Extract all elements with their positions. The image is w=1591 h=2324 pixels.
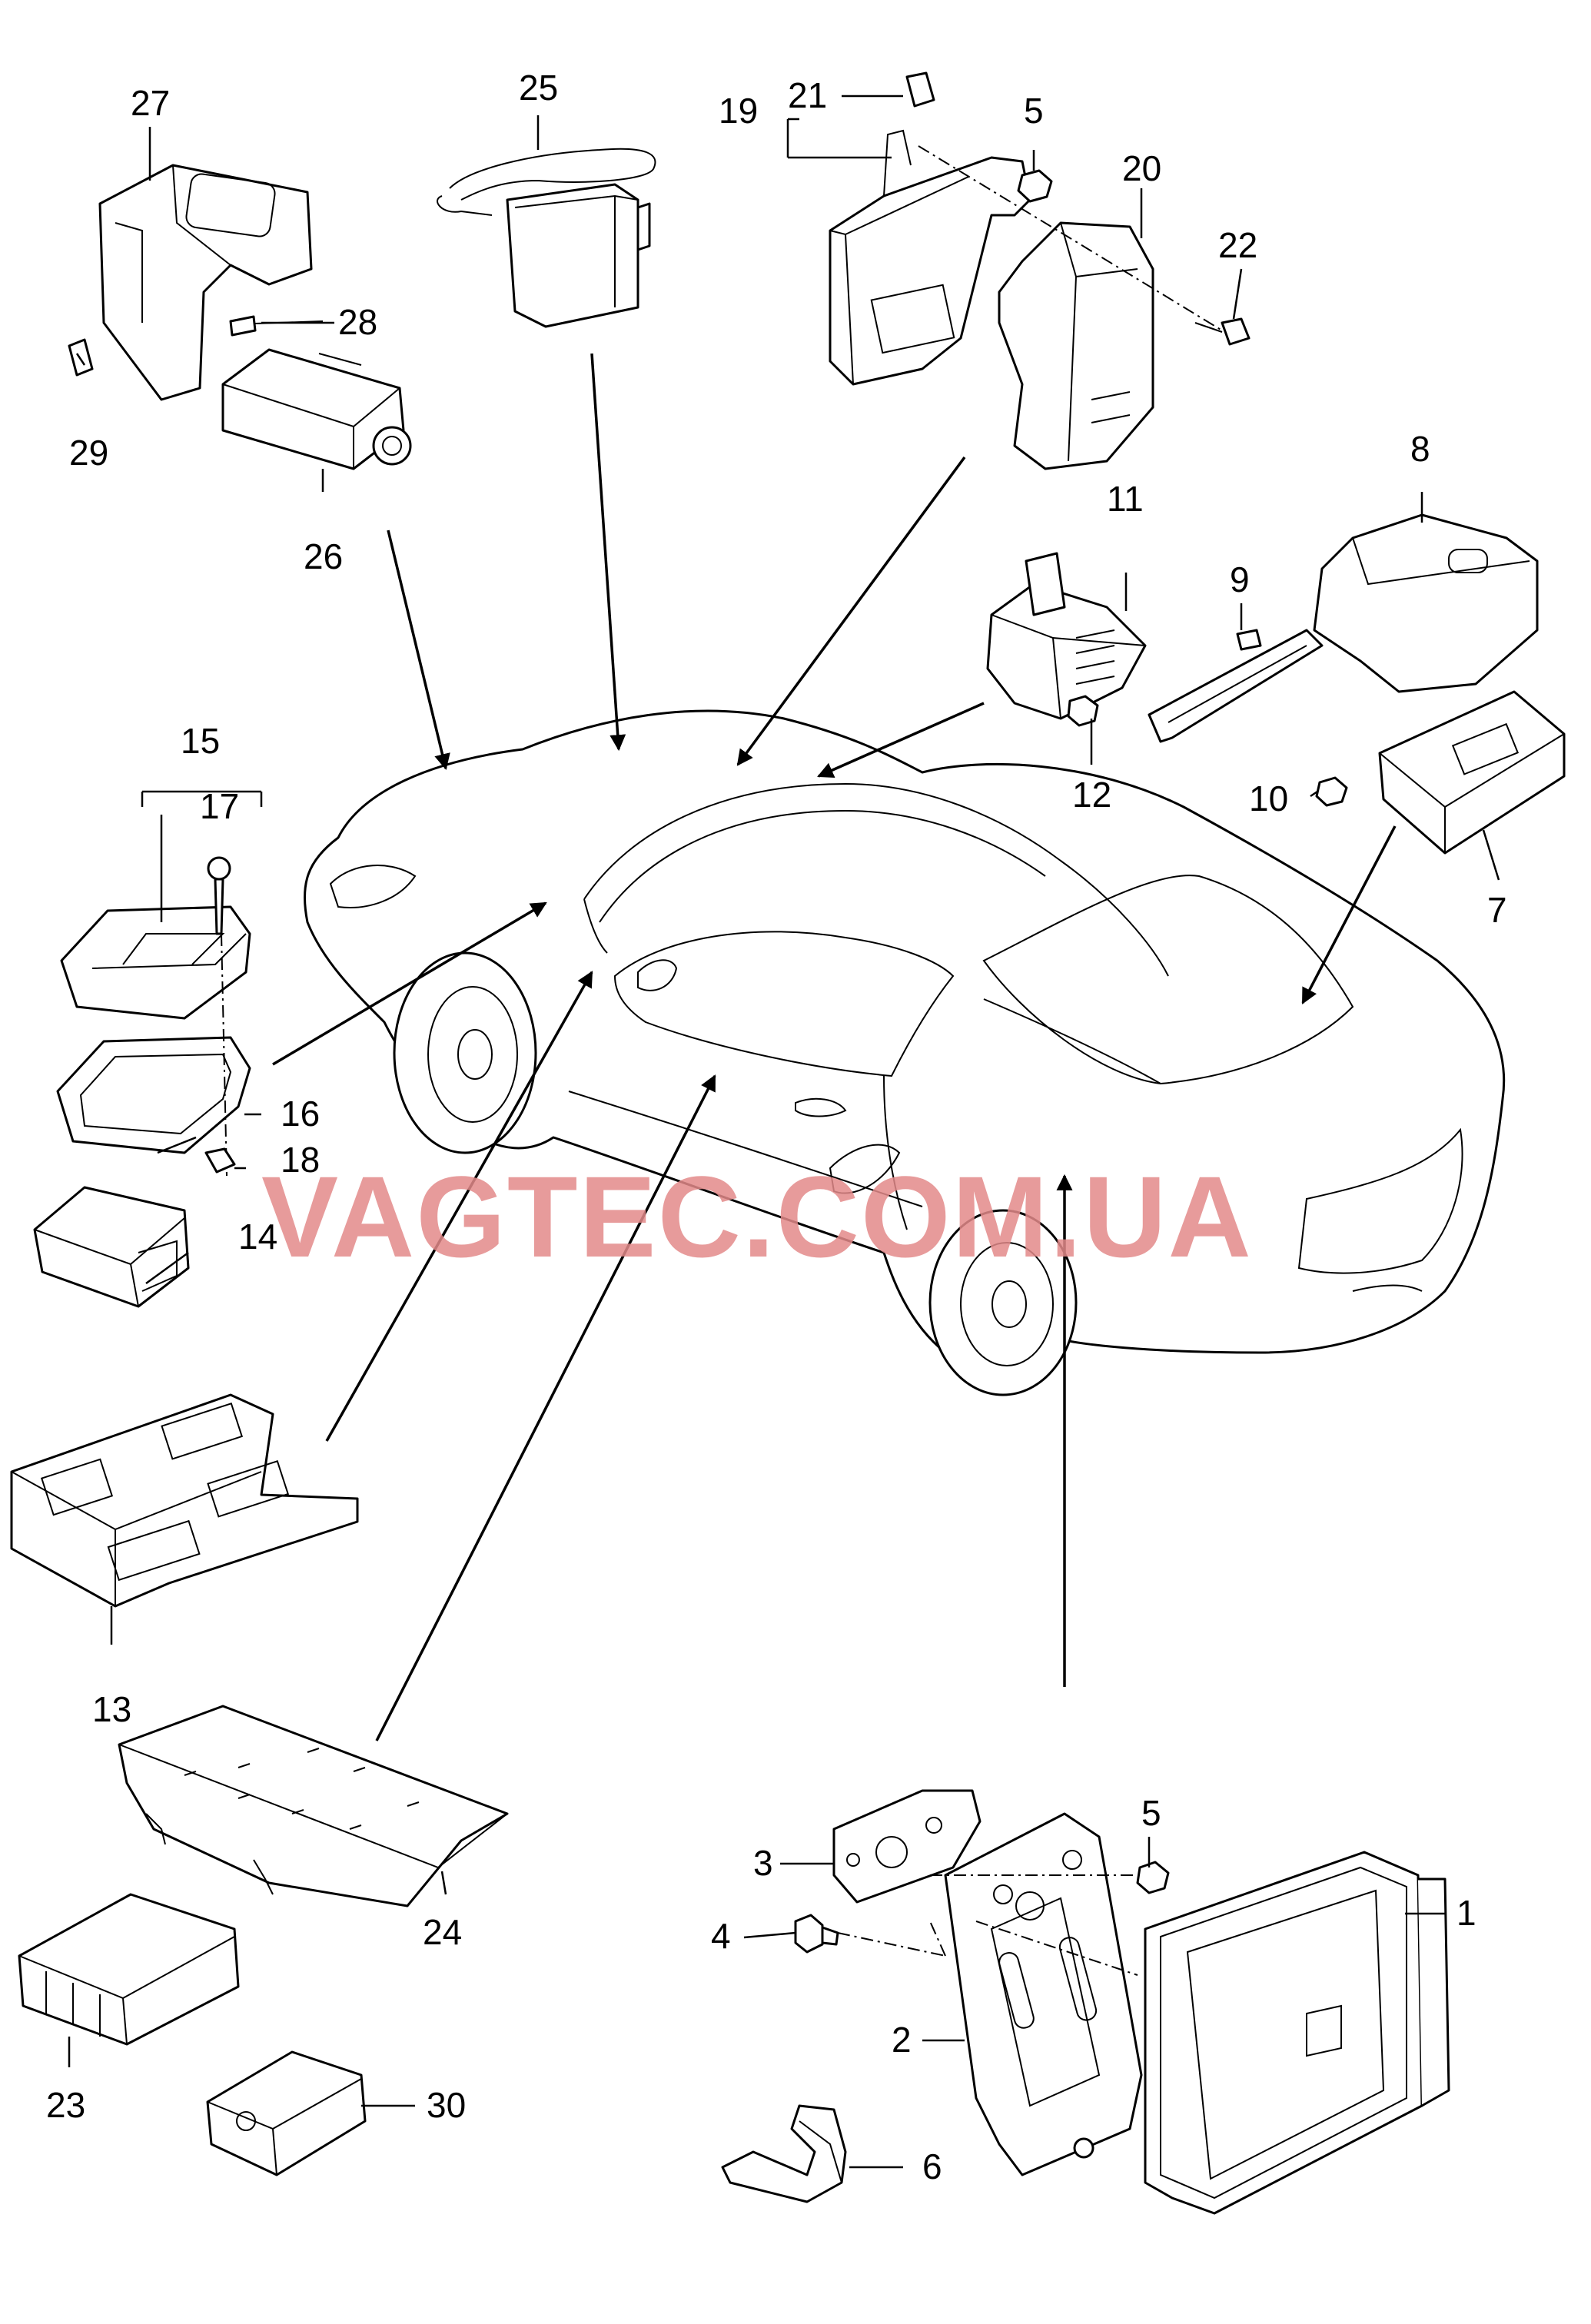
part-21-clip xyxy=(905,71,935,108)
callout-5-bottom: 5 xyxy=(1141,1793,1161,1833)
callout-18: 18 xyxy=(281,1140,320,1180)
part-2-bracket xyxy=(944,1812,1143,2176)
part-4-bolt xyxy=(794,1914,839,1954)
part-18-clip xyxy=(204,1147,236,1174)
part-24-tray xyxy=(118,1705,509,1907)
part-29-clip xyxy=(68,338,94,377)
car-outline xyxy=(303,709,1506,1396)
part-26-module xyxy=(221,348,412,470)
callout-7: 7 xyxy=(1487,890,1507,930)
callout-16: 16 xyxy=(281,1094,320,1134)
callout-10: 10 xyxy=(1249,779,1288,818)
pointer-arrows xyxy=(272,353,1397,1741)
part-22-screw xyxy=(1194,317,1251,346)
callout-23: 23 xyxy=(46,2085,85,2125)
part-28-screw xyxy=(229,315,324,337)
callout-14: 14 xyxy=(238,1217,277,1257)
callout-4: 4 xyxy=(711,1916,731,1956)
part-7-module xyxy=(1378,690,1566,855)
part-10-nut xyxy=(1315,776,1348,807)
part-13-module xyxy=(10,1393,359,1608)
part-9-screw xyxy=(1236,629,1262,651)
part-16-gasket xyxy=(56,1036,251,1154)
callout-12: 12 xyxy=(1072,775,1111,815)
callout-13: 13 xyxy=(92,1689,131,1729)
callout-28: 28 xyxy=(338,302,377,342)
watermark: VAGTEC.COM.UA xyxy=(261,1152,1253,1281)
callout-11: 11 xyxy=(1107,479,1144,519)
callout-3: 3 xyxy=(753,1843,773,1883)
callout-25: 25 xyxy=(519,68,558,108)
part-1-control-unit xyxy=(1144,1851,1450,2215)
leader-lines xyxy=(68,95,1500,2169)
callout-26: 26 xyxy=(304,536,343,576)
callout-20: 20 xyxy=(1122,148,1161,188)
part-5-nut-top xyxy=(1017,169,1053,203)
callout-6: 6 xyxy=(922,2146,942,2186)
part-30-module xyxy=(206,2050,367,2176)
callout-29: 29 xyxy=(69,433,108,473)
callout-30: 30 xyxy=(427,2085,466,2125)
callout-17: 17 xyxy=(200,786,239,826)
part-12-nut xyxy=(1067,695,1099,727)
part-19-module xyxy=(829,129,1031,386)
callout-2: 2 xyxy=(892,2020,912,2060)
part-3-plate xyxy=(832,1789,982,1904)
callout-19: 19 xyxy=(719,91,758,131)
part-15-cover xyxy=(60,905,251,1020)
callout-8: 8 xyxy=(1410,429,1430,469)
part-6-bracket xyxy=(721,2104,847,2203)
part-8-module xyxy=(1148,513,1539,743)
callout-5-top: 5 xyxy=(1024,91,1044,131)
part-14-module xyxy=(33,1186,190,1308)
part-27-bracket xyxy=(98,164,313,401)
part-5-nut-bottom xyxy=(1136,1861,1170,1894)
part-20-cover xyxy=(998,221,1154,470)
part-25-module xyxy=(437,148,656,328)
part-11-module xyxy=(986,552,1147,720)
callout-27: 27 xyxy=(131,83,170,123)
callout-9: 9 xyxy=(1230,559,1250,599)
callout-24: 24 xyxy=(423,1912,462,1952)
callout-numbers: 1 2 3 4 5 5 6 7 8 9 10 11 12 13 14 15 16… xyxy=(46,68,1507,2186)
callout-1: 1 xyxy=(1456,1893,1476,1933)
callout-15: 15 xyxy=(181,721,220,761)
callout-21: 21 xyxy=(788,75,827,115)
callout-22: 22 xyxy=(1218,225,1257,265)
part-23-module xyxy=(18,1893,240,2046)
